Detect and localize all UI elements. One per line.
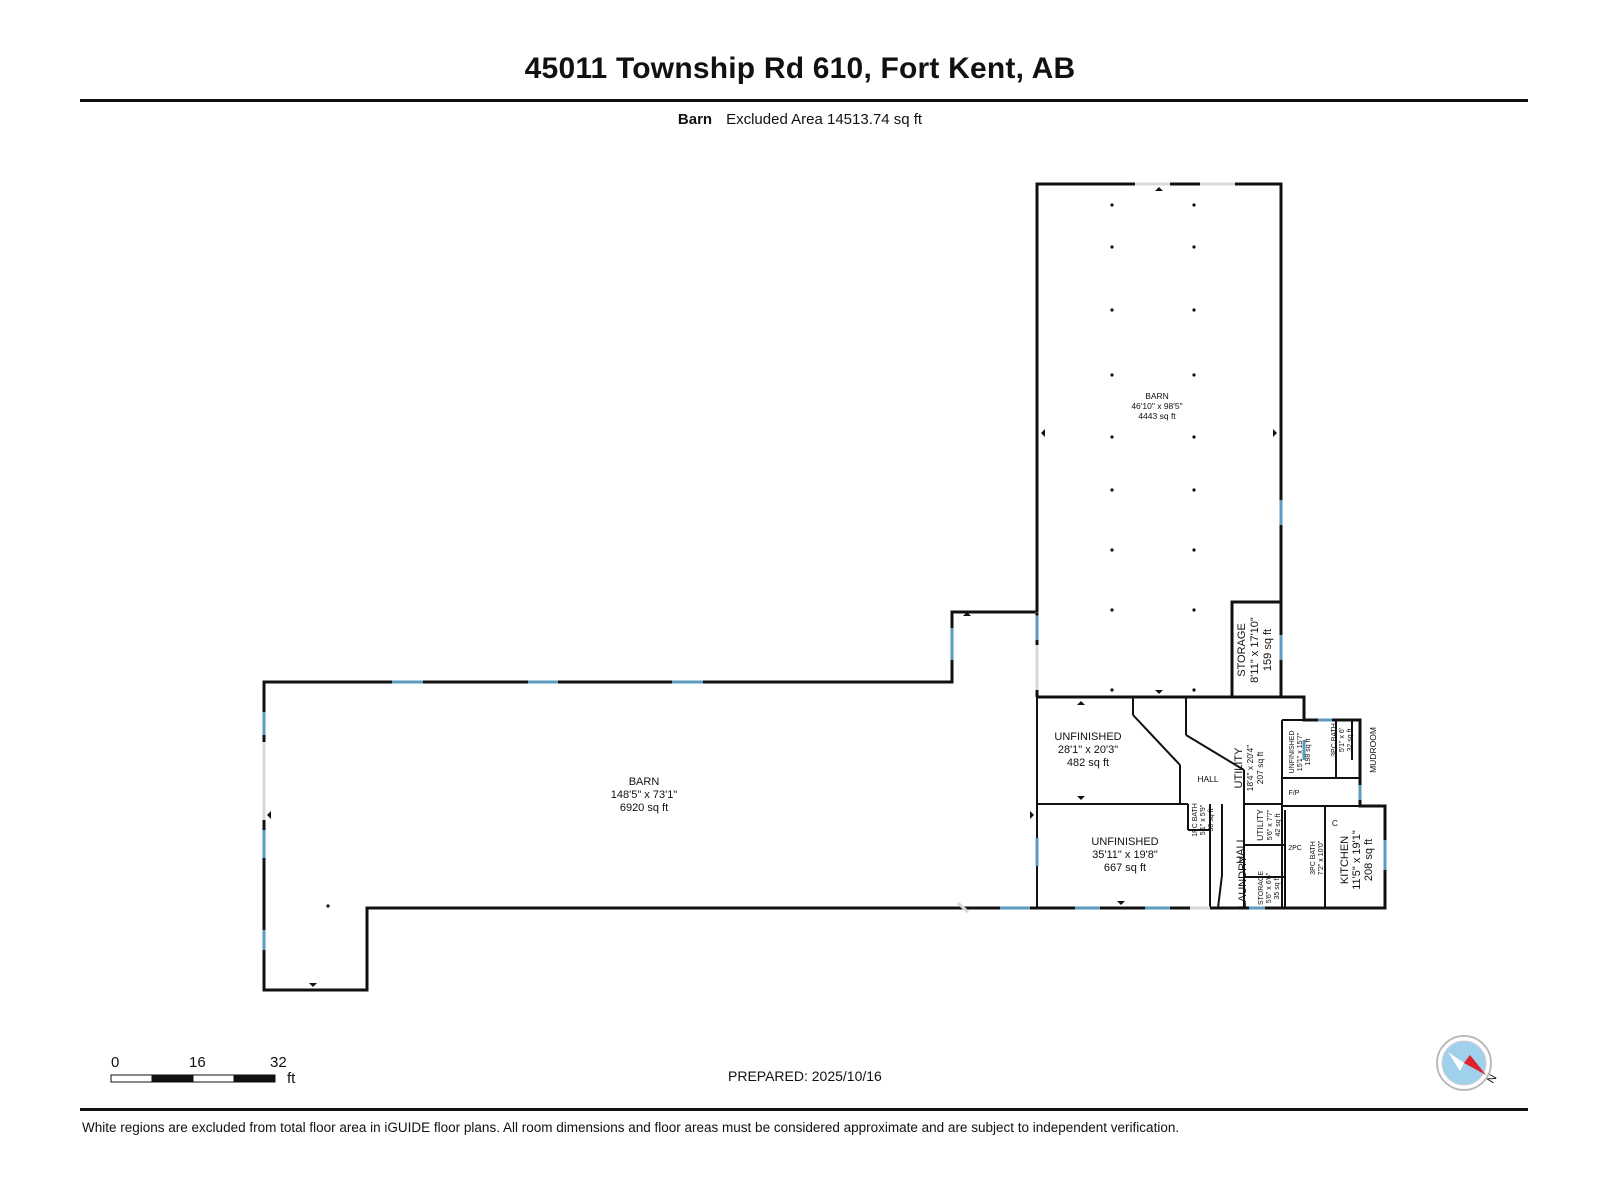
- room-area: 159 sq ft: [1262, 629, 1274, 671]
- level-subtitle: Barn Excluded Area 14513.74 sq ft: [0, 111, 1600, 128]
- room-dims: 15'1" x 15'7": [1297, 732, 1304, 771]
- room-dims: 5'6" x 6'6": [1266, 872, 1273, 903]
- room-name: STORAGE: [1258, 871, 1265, 905]
- windows: [262, 500, 1387, 950]
- north-arrow-compass: [1436, 1035, 1492, 1091]
- header-rule: [80, 99, 1528, 102]
- room-name: BARN: [629, 776, 660, 788]
- room-dims: 35'11" x 19'8": [1092, 849, 1158, 861]
- room-storage-small: STORAGE 5'6" x 6'6" 35 sq ft: [1258, 871, 1281, 905]
- room-dims: 5'1" x 5'9": [1200, 804, 1207, 835]
- room-area: 35 sq ft: [1274, 876, 1281, 899]
- dimension-arrows: [267, 187, 1277, 987]
- room-dims: 46'10" x 98'5": [1131, 401, 1182, 411]
- room-name: UNFINISHED: [1289, 731, 1296, 774]
- room-barn-north: BARN 46'10" x 98'5" 4443 sq ft: [1131, 391, 1182, 421]
- room-name: 3PC BATH: [1310, 841, 1317, 875]
- room-name: STORAGE: [1236, 623, 1248, 677]
- room-area: 4443 sq ft: [1138, 411, 1176, 421]
- room-name: UNFINISHED: [1054, 731, 1121, 743]
- room-name: 1PC BATH: [1192, 803, 1199, 837]
- room-hall-1: HALL: [1197, 774, 1219, 784]
- room-1pc-bath: 1PC BATH 5'1" x 5'9" 30 sq ft: [1192, 803, 1215, 837]
- room-3pc-bath-top: 3PC BATH 5'1" x 6' 32 sq ft: [1331, 723, 1354, 757]
- room-2pc: 2PC: [1288, 845, 1302, 852]
- scale-tick-0: 0: [111, 1054, 120, 1071]
- room-area: 32 sq ft: [1347, 728, 1354, 751]
- room-area: 667 sq ft: [1104, 862, 1146, 874]
- room-area: 42 sq ft: [1275, 813, 1282, 836]
- scale-tick-32: 32: [270, 1054, 287, 1071]
- room-area: 30 sq ft: [1208, 808, 1215, 831]
- doors: [262, 182, 1235, 914]
- room-area: 198 sq ft: [1305, 739, 1312, 766]
- footer-rule: [80, 1108, 1528, 1111]
- prepared-date: PREPARED: 2025/10/16: [728, 1068, 882, 1084]
- room-unfinished-1: UNFINISHED 28'1" x 20'3" 482 sq ft: [1054, 731, 1121, 769]
- exterior-walls: [262, 182, 1387, 992]
- room-laundry: LAUNDRY: [1237, 855, 1249, 908]
- room-fp: F/P: [1289, 790, 1300, 797]
- footer-disclaimer: White regions are excluded from total fl…: [82, 1120, 1180, 1135]
- room-utility-2: UTILITY 5'6" x 7'7" 42 sq ft: [1255, 809, 1282, 841]
- room-unfinished-2: UNFINISHED 35'11" x 19'8" 667 sq ft: [1091, 836, 1158, 874]
- page-title: 45011 Township Rd 610, Fort Kent, AB: [524, 52, 1076, 85]
- room-area: 6920 sq ft: [620, 802, 668, 814]
- room-area: 208 sq ft: [1363, 839, 1375, 881]
- room-name: UTILITY: [1255, 809, 1265, 841]
- room-barn-main: BARN 148'5" x 73'1" 6920 sq ft: [611, 776, 678, 814]
- room-name: UTILITY: [1233, 747, 1245, 789]
- room-kitchen: KITCHEN 11'5" x 19'1" 208 sq ft: [1339, 830, 1375, 890]
- room-dims: 11'5" x 19'1": [1351, 830, 1363, 890]
- scale-bar: [110, 1074, 276, 1083]
- excluded-area: Excluded Area 14513.74 sq ft: [726, 111, 923, 128]
- room-area: 207 sq ft: [1255, 751, 1265, 784]
- room-dims: 18'4" x 20'4": [1245, 745, 1255, 792]
- room-name: KITCHEN: [1339, 836, 1351, 884]
- room-dims: 5'6" x 7'7": [1267, 809, 1274, 840]
- room-storage: STORAGE 8'11" x 17'10" 159 sq ft: [1236, 617, 1274, 683]
- room-dims: 5'1" x 6': [1339, 728, 1346, 752]
- level-name: Barn: [677, 111, 713, 128]
- room-dims: 148'5" x 73'1": [611, 789, 678, 801]
- scale-unit: ft: [287, 1070, 296, 1087]
- compass-north-label: N: [1485, 1073, 1499, 1086]
- scale-tick-16: 16: [189, 1054, 206, 1071]
- room-hall-2: HALL: [1235, 836, 1247, 864]
- compass-needle-icon: [1464, 1055, 1486, 1075]
- room-name: UNFINISHED: [1091, 836, 1158, 848]
- room-name: 3PC BATH: [1331, 723, 1338, 757]
- room-mudroom: MUDROOM: [1368, 727, 1378, 773]
- room-unfinished-3: UNFINISHED 15'1" x 15'7" 198 sq ft: [1289, 731, 1312, 774]
- room-name: BARN: [1145, 391, 1169, 401]
- room-dims: 7'2" x 10'0": [1318, 840, 1325, 875]
- room-utility-1: UTILITY 18'4" x 20'4" 207 sq ft: [1233, 745, 1265, 792]
- room-dims: 8'11" x 17'10": [1249, 617, 1261, 683]
- room-dims: 28'1" x 20'3": [1058, 744, 1118, 756]
- barn-posts: [326, 203, 1196, 908]
- room-closet: C: [1332, 818, 1338, 828]
- room-area: 482 sq ft: [1067, 757, 1109, 769]
- room-3pc-bath-low: 3PC BATH 7'2" x 10'0": [1310, 840, 1325, 875]
